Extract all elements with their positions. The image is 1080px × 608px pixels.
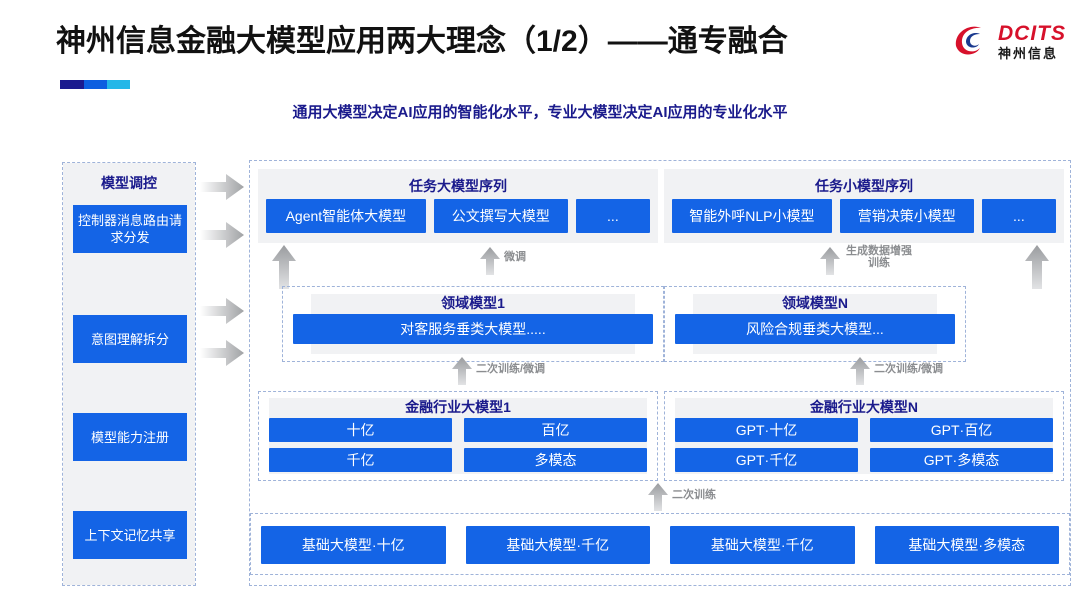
domain-model-n-title: 领域模型N	[781, 295, 849, 311]
task-large-model-more[interactable]: ...	[575, 199, 650, 233]
task-small-model-list: 智能外呼NLP小模型 营销决策小模型 ...	[672, 199, 1056, 233]
industry-model-n-box: 金融行业大模型N GPT·十亿 GPT·百亿 GPT·千亿 GPT·多模态	[664, 391, 1064, 481]
flow-arrow-right-2	[200, 222, 244, 248]
industry-model-1-item-2[interactable]: 百亿	[464, 418, 647, 442]
model-stack-region: 微调 生成数据增强 训练 任务大模型序列 Agent智能体大模型 公文撰写大模型…	[249, 160, 1071, 586]
base-model-item-1[interactable]: 基础大模型·十亿	[261, 526, 446, 564]
logo-swirl-icon	[950, 20, 992, 62]
arrow-label-retrain: 二次训练	[672, 489, 716, 501]
task-small-model-nlp[interactable]: 智能外呼NLP小模型	[672, 199, 832, 233]
task-large-model-doc[interactable]: 公文撰写大模型	[433, 199, 568, 233]
industry-model-1-item-4[interactable]: 多模态	[464, 448, 647, 472]
domain-model-n-item[interactable]: 风险合规垂类大模型...	[675, 314, 955, 344]
accent-segment-2	[84, 80, 107, 89]
task-large-model-list: Agent智能体大模型 公文撰写大模型 ...	[266, 199, 650, 233]
industry-model-1-item-3[interactable]: 千亿	[269, 448, 452, 472]
flow-arrow-up-left-tall	[272, 245, 296, 289]
base-model-item-4[interactable]: 基础大模型·多模态	[874, 526, 1059, 564]
base-model-item-2[interactable]: 基础大模型·千亿	[465, 526, 650, 564]
task-small-model-more[interactable]: ...	[981, 199, 1056, 233]
task-small-model-marketing[interactable]: 营销决策小模型	[839, 199, 974, 233]
task-large-model-sequence: 任务大模型序列 Agent智能体大模型 公文撰写大模型 ...	[258, 169, 658, 243]
accent-segment-3	[107, 80, 130, 89]
title-accent-bar	[60, 80, 130, 89]
flow-arrow-right-4	[200, 340, 244, 366]
control-item-intent[interactable]: 意图理解拆分	[73, 315, 187, 363]
control-item-capability[interactable]: 模型能力注册	[73, 413, 187, 461]
base-model-item-3[interactable]: 基础大模型·千亿	[670, 526, 855, 564]
flow-arrow-up-retrain-left	[452, 357, 472, 385]
industry-model-n-item-3[interactable]: GPT·千亿	[675, 448, 858, 472]
page-title: 神州信息金融大模型应用两大理念（1/2）——通专融合	[56, 25, 788, 58]
domain-model-n-box: 领域模型N 风险合规垂类大模型...	[664, 286, 966, 362]
industry-model-1-box: 金融行业大模型1 十亿 百亿 千亿 多模态	[258, 391, 658, 481]
industry-model-n-grid: GPT·十亿 GPT·百亿 GPT·千亿 GPT·多模态	[675, 418, 1053, 472]
domain-model-1-title: 领域模型1	[441, 295, 505, 311]
dcits-logo: DCITS 神州信息	[950, 20, 1066, 62]
base-model-list: 基础大模型·十亿 基础大模型·千亿 基础大模型·千亿 基础大模型·多模态	[261, 526, 1059, 564]
industry-model-n-item-1[interactable]: GPT·十亿	[675, 418, 858, 442]
arrow-label-retrain-tune-left: 二次训练/微调	[476, 363, 546, 375]
industry-model-n-item-2[interactable]: GPT·百亿	[870, 418, 1053, 442]
control-item-router[interactable]: 控制器消息路由请求分发	[73, 205, 187, 253]
domain-model-1-box: 领域模型1 对客服务垂类大模型.....	[282, 286, 664, 362]
flow-arrow-up-retrain	[648, 483, 668, 511]
industry-model-1-grid: 十亿 百亿 千亿 多模态	[269, 418, 647, 472]
logo-en-text: DCITS	[998, 21, 1066, 45]
industry-model-1-title: 金融行业大模型1	[405, 399, 511, 415]
model-control-panel: 模型调控 控制器消息路由请求分发 意图理解拆分 模型能力注册 上下文记忆共享	[62, 162, 196, 586]
base-model-box: 基础大模型·十亿 基础大模型·千亿 基础大模型·千亿 基础大模型·多模态	[250, 513, 1070, 575]
industry-model-n-item-4[interactable]: GPT·多模态	[870, 448, 1053, 472]
flow-arrow-up-retrain-right	[850, 357, 870, 385]
logo-text: DCITS 神州信息	[998, 23, 1066, 60]
task-large-model-sequence-title: 任务大模型序列	[409, 178, 507, 194]
control-item-context[interactable]: 上下文记忆共享	[73, 511, 187, 559]
flow-arrow-up-data-augment	[820, 247, 840, 275]
flow-arrow-right-1	[200, 174, 244, 200]
task-small-model-sequence-title: 任务小模型序列	[815, 178, 913, 194]
task-small-model-sequence: 任务小模型序列 智能外呼NLP小模型 营销决策小模型 ...	[664, 169, 1064, 243]
task-large-model-agent[interactable]: Agent智能体大模型	[266, 199, 426, 233]
flow-arrow-up-right-tall	[1025, 245, 1049, 289]
page-subtitle: 通用大模型决定AI应用的智能化水平，专业大模型决定AI应用的专业化水平	[292, 104, 788, 121]
industry-model-n-title: 金融行业大模型N	[809, 399, 919, 415]
flow-arrow-right-3	[200, 298, 244, 324]
accent-segment-1	[60, 80, 84, 89]
domain-model-1-item[interactable]: 对客服务垂类大模型.....	[293, 314, 653, 344]
model-control-title: 模型调控	[101, 175, 157, 191]
arrow-label-data-augment: 生成数据增强 训练	[846, 245, 912, 269]
flow-arrow-up-fine-tune	[480, 247, 500, 275]
arrow-label-fine-tune: 微调	[504, 251, 526, 263]
arrow-label-retrain-tune-right: 二次训练/微调	[874, 363, 944, 375]
logo-cn-text: 神州信息	[998, 45, 1059, 61]
industry-model-1-item-1[interactable]: 十亿	[269, 418, 452, 442]
